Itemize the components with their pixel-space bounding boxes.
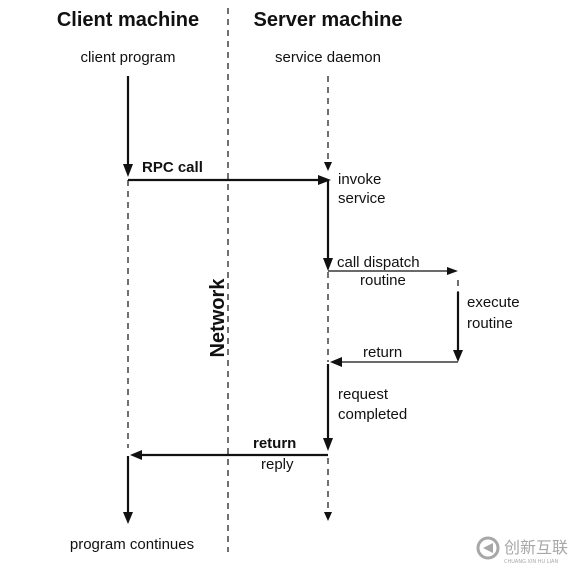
dispatch-arrowhead (453, 350, 463, 362)
server-arrowhead-2 (323, 258, 333, 271)
service-label: service (338, 190, 386, 207)
call-dispatch-routine-label: routine (360, 272, 406, 289)
completed-label: completed (338, 406, 407, 423)
return-label: return (253, 435, 296, 452)
client-arrowhead-2 (123, 512, 133, 524)
client-program-label: client program (80, 49, 175, 66)
client-machine-header: Client machine (57, 9, 199, 31)
watermark: 创新互联 CHUANG XIN HU LIAN (476, 536, 568, 565)
program-continues-label: program continues (70, 536, 194, 553)
network-label: Network (207, 278, 229, 358)
service-daemon-label: service daemon (275, 49, 381, 66)
server-arrowhead-4 (324, 512, 332, 521)
call-dispatch-arrowhead (447, 267, 458, 275)
server-arrowhead-3 (323, 438, 333, 451)
call-dispatch-label: call dispatch (337, 254, 420, 271)
watermark-logo-icon (476, 536, 500, 560)
execute-label: execute (467, 294, 520, 311)
watermark-subtext: CHUANG XIN HU LIAN (504, 559, 558, 565)
server-machine-header: Server machine (254, 9, 403, 31)
watermark-text: 创新互联 (504, 538, 568, 557)
inner-return-arrowhead (330, 357, 342, 367)
server-arrowhead-1 (324, 162, 332, 171)
client-arrowhead-1 (123, 164, 133, 177)
rpc-call-arrowhead (318, 175, 331, 185)
rpc-call-label: RPC call (142, 159, 203, 176)
request-label: request (338, 386, 389, 403)
invoke-label: invoke (338, 171, 381, 188)
execute-routine-label: routine (467, 315, 513, 332)
return-reply-arrowhead (130, 450, 142, 460)
reply-label: reply (261, 456, 294, 473)
inner-return-label: return (363, 344, 402, 361)
